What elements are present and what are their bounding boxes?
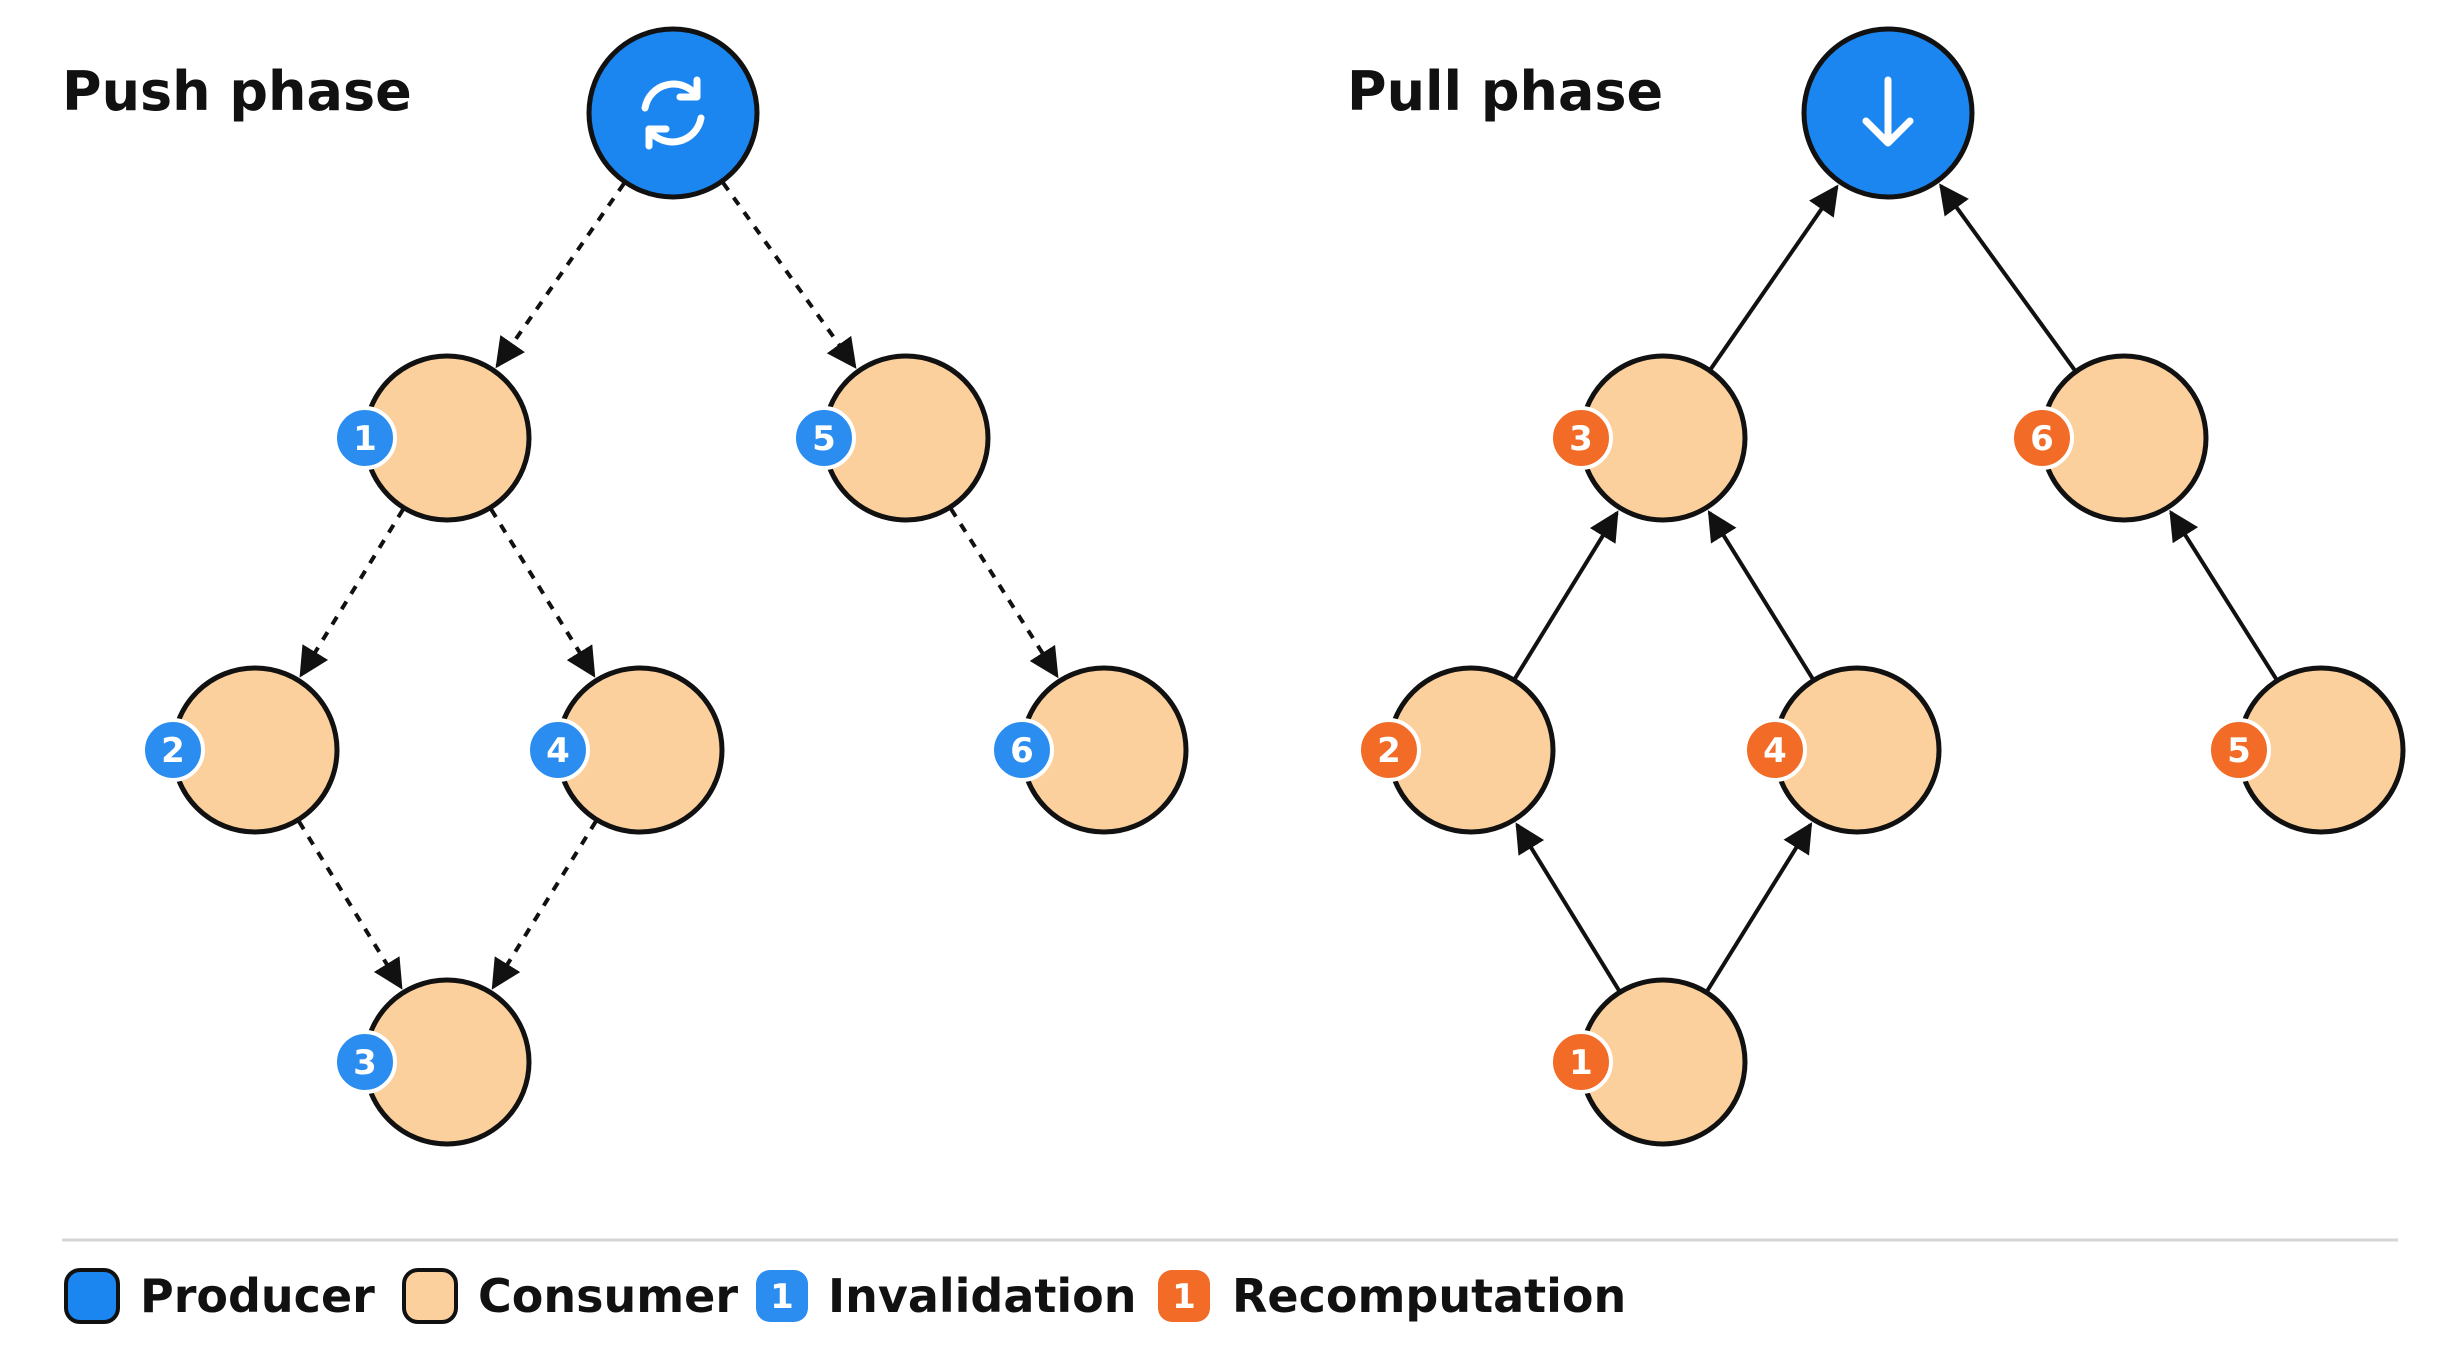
badge-number: 5 bbox=[812, 419, 836, 459]
pull-edge-a-d bbox=[1707, 510, 1815, 680]
pull-edge-b-e bbox=[2169, 509, 2278, 681]
pull-phase-edges bbox=[1513, 183, 2278, 992]
badge-number: 3 bbox=[1569, 419, 1593, 459]
producer-swatch bbox=[64, 1268, 120, 1324]
badge-number: 1 bbox=[1569, 1043, 1593, 1083]
pull-phase-title: Pull phase bbox=[1347, 60, 1663, 123]
refresh-icon bbox=[641, 76, 705, 150]
invalidation-badge bbox=[333, 406, 397, 470]
badge-number: 4 bbox=[546, 731, 570, 771]
push-consumer-node-b: 5 bbox=[792, 353, 991, 523]
push-edge-c-f bbox=[297, 820, 403, 990]
consumer-swatch bbox=[402, 1268, 458, 1324]
legend-producer-label: Producer bbox=[140, 1269, 375, 1323]
push-edge-a-c bbox=[299, 508, 405, 678]
legend: Producer Consumer 1 Invalidation 1 Recom… bbox=[64, 1268, 1626, 1324]
pull-edge-a-c bbox=[1513, 510, 1619, 680]
badge-number: 1 bbox=[353, 419, 377, 459]
push-edge-d-f bbox=[491, 820, 598, 990]
pull-consumer-node-d: 4 bbox=[1743, 665, 1942, 835]
pull-consumer-node-c: 2 bbox=[1357, 665, 1556, 835]
push-consumer-node-f: 3 bbox=[333, 977, 532, 1147]
legend-invalidation: 1 Invalidation bbox=[756, 1269, 1137, 1323]
legend-consumer: Consumer bbox=[402, 1268, 738, 1324]
recomputation-badge bbox=[1549, 1030, 1613, 1094]
pull-edge-d-f bbox=[1705, 822, 1813, 992]
arrow-down-icon bbox=[1862, 76, 1914, 147]
legend-consumer-label: Consumer bbox=[478, 1269, 738, 1323]
pull-consumer-node-f: 1 bbox=[1549, 977, 1748, 1147]
pull-consumer-node-e: 5 bbox=[2207, 665, 2406, 835]
legend-recomputation-label: Recomputation bbox=[1232, 1269, 1626, 1323]
push-phase-nodes: 1 5 2 4 6 3 bbox=[141, 353, 1189, 1147]
invalidation-badge bbox=[526, 718, 590, 782]
invalidation-badge bbox=[792, 406, 856, 470]
badge-number: 6 bbox=[2030, 419, 2054, 459]
recomputation-badge bbox=[2010, 406, 2074, 470]
legend-producer: Producer bbox=[64, 1268, 375, 1324]
recomputation-badge bbox=[2207, 718, 2271, 782]
badge-number: 4 bbox=[1763, 731, 1787, 771]
pull-phase-nodes: 3 6 2 4 5 1 bbox=[1357, 353, 2406, 1147]
pull-edge-producer-b bbox=[1939, 183, 2077, 372]
badge-number: 2 bbox=[1377, 731, 1401, 771]
badge-number: 6 bbox=[1010, 731, 1034, 771]
push-consumer-node-e: 6 bbox=[990, 665, 1189, 835]
invalidation-badge bbox=[990, 718, 1054, 782]
legend-recomputation: 1 Recomputation bbox=[1158, 1269, 1626, 1323]
invalidation-badge bbox=[333, 1030, 397, 1094]
push-consumer-node-c: 2 bbox=[141, 665, 340, 835]
producer-circle bbox=[586, 26, 760, 200]
push-edge-producer-b bbox=[721, 181, 857, 369]
push-edge-a-d bbox=[489, 508, 596, 678]
badge-number: 3 bbox=[353, 1043, 377, 1083]
badge-number: 5 bbox=[2227, 731, 2251, 771]
recomputation-badge bbox=[1549, 406, 1613, 470]
push-edge-b-e bbox=[949, 507, 1059, 679]
badge-number: 2 bbox=[161, 731, 185, 771]
recomputation-swatch-number: 1 bbox=[1172, 1277, 1196, 1317]
recomputation-badge bbox=[1357, 718, 1421, 782]
invalidation-swatch-number: 1 bbox=[770, 1277, 794, 1317]
recomputation-badge bbox=[1743, 718, 1807, 782]
invalidation-swatch bbox=[756, 1270, 808, 1322]
pull-consumer-node-a: 3 bbox=[1549, 353, 1748, 523]
pull-edge-c-f bbox=[1515, 822, 1621, 992]
pull-edge-producer-a bbox=[1709, 184, 1839, 371]
push-consumer-node-a: 1 bbox=[333, 353, 532, 523]
pull-producer-node bbox=[1801, 26, 1975, 200]
push-phase-title: Push phase bbox=[62, 60, 412, 123]
push-edge-producer-a bbox=[495, 182, 626, 369]
legend-invalidation-label: Invalidation bbox=[828, 1269, 1137, 1323]
pull-consumer-node-b: 6 bbox=[2010, 353, 2209, 523]
invalidation-badge bbox=[141, 718, 205, 782]
push-consumer-node-d: 4 bbox=[526, 665, 725, 835]
push-phase-edges bbox=[297, 181, 1059, 990]
push-producer-node bbox=[586, 26, 760, 200]
recomputation-swatch bbox=[1158, 1270, 1210, 1322]
